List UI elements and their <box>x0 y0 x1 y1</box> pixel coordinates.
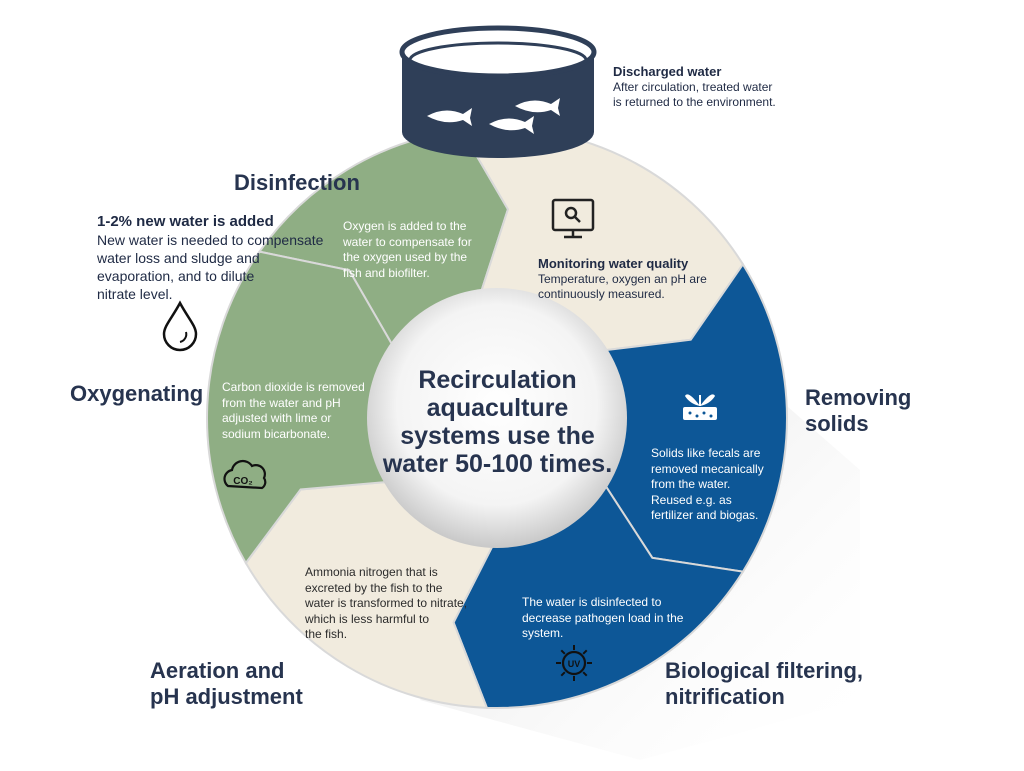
fish-icon <box>427 98 560 134</box>
water-drop-highlight <box>179 331 188 343</box>
note-line: is returned to the environment. <box>613 95 776 109</box>
stage-label-aeration: Aeration and pH adjustment <box>150 658 303 710</box>
discharged-water-note: Discharged water After circulation, trea… <box>613 64 776 111</box>
note-title: Monitoring water quality <box>538 256 689 271</box>
center-title-line: aquaculture <box>426 394 569 422</box>
note-line: Temperature, oxygen an pH are <box>538 271 707 286</box>
note-line: Ammonia nitrogen that is <box>305 565 438 579</box>
note-line: adjusted with lime or <box>222 411 332 425</box>
center-title: Recirculation aquaculture systems use th… <box>360 366 635 478</box>
uv-ray <box>560 671 566 677</box>
uv-icon-label: UV <box>568 659 581 669</box>
water-drop-icon <box>162 300 198 352</box>
fish-tank-icon <box>399 25 597 158</box>
note-line: Solids like fecals are <box>651 446 761 460</box>
solids-segment-text: Solids like fecals are removed mecanical… <box>651 446 764 524</box>
note-line: fertilizer and biogas. <box>651 508 759 522</box>
note-title: Discharged water <box>613 64 722 79</box>
note-line: New water is needed to compensate <box>97 232 324 248</box>
note-line: continuously measured. <box>538 287 665 301</box>
note-line: the fish. <box>305 627 348 641</box>
note-line: water to compensate for <box>343 234 472 249</box>
note-line: decrease pathogen load in the <box>522 610 684 625</box>
note-line: sodium bicarbonate. <box>222 426 331 441</box>
note-line: Oxygen is added to the <box>343 219 467 233</box>
uv-segment-text: The water is disinfected to decrease pat… <box>522 595 683 642</box>
center-title-line: Recirculation <box>418 366 577 394</box>
stage-label-line: solids <box>805 411 869 436</box>
uv-ray <box>582 649 588 655</box>
new-water-note: 1-2% new water is added New water is nee… <box>97 213 323 303</box>
oxygen-segment-text: Oxygen is added to the water to compensa… <box>343 219 472 281</box>
stage-label-disinfection: Disinfection <box>234 170 360 195</box>
note-line: Carbon dioxide is removed <box>222 380 365 394</box>
monitor-icon <box>551 198 595 239</box>
ammonia-segment-text: Ammonia nitrogen that is excreted by the… <box>305 565 467 643</box>
co2-cloud-icon: CO₂ <box>223 459 267 490</box>
co2-segment-text: Carbon dioxide is removed from the water… <box>222 380 365 442</box>
note-line: water loss and sludge and <box>97 250 260 266</box>
stage-label-oxygenating: Oxygenating <box>70 381 204 406</box>
uv-lamp-icon: UV <box>556 645 592 681</box>
note-line: removed mecanically <box>651 461 764 476</box>
stage-label-removing-solids: Removing solids <box>805 385 911 437</box>
note-title: 1-2% new water is added <box>97 213 274 230</box>
soil-sprout-icon <box>683 394 717 420</box>
monitoring-segment-text: Monitoring water quality Temperature, ox… <box>538 256 707 303</box>
note-line: evaporation, and to dilute <box>97 268 255 284</box>
note-line: fish and biofilter. <box>343 265 430 280</box>
note-line: from the water and pH <box>222 395 341 410</box>
center-hole <box>367 288 627 548</box>
co2-icon-label: CO₂ <box>233 476 252 487</box>
note-line: which is less harmful to <box>305 611 430 626</box>
stage-label-line: Aeration and <box>150 658 285 683</box>
note-line: The water is disinfected to <box>522 595 662 609</box>
note-line: After circulation, treated water <box>613 79 773 94</box>
uv-ray <box>560 649 566 655</box>
note-line: the oxygen used by the <box>343 250 468 264</box>
uv-ray <box>582 671 588 677</box>
note-line: Reused e.g. as <box>651 492 732 507</box>
note-line: water is transformed to nitrate, <box>305 596 468 610</box>
center-title-line: systems use the <box>400 422 595 450</box>
note-line: excreted by the fish to the <box>305 580 443 595</box>
stage-label-line: nitrification <box>665 684 785 709</box>
center-title-line: water 50-100 times. <box>382 450 613 478</box>
stage-label-line: pH adjustment <box>150 684 303 709</box>
note-line: nitrate level. <box>97 286 173 302</box>
stage-label-line: Biological filtering, <box>665 658 864 683</box>
note-line: system. <box>522 626 564 640</box>
stage-label-biofilter: Biological filtering, nitrification <box>665 658 863 710</box>
stage-label-line: Removing <box>805 385 912 410</box>
note-line: from the water. <box>651 477 731 491</box>
